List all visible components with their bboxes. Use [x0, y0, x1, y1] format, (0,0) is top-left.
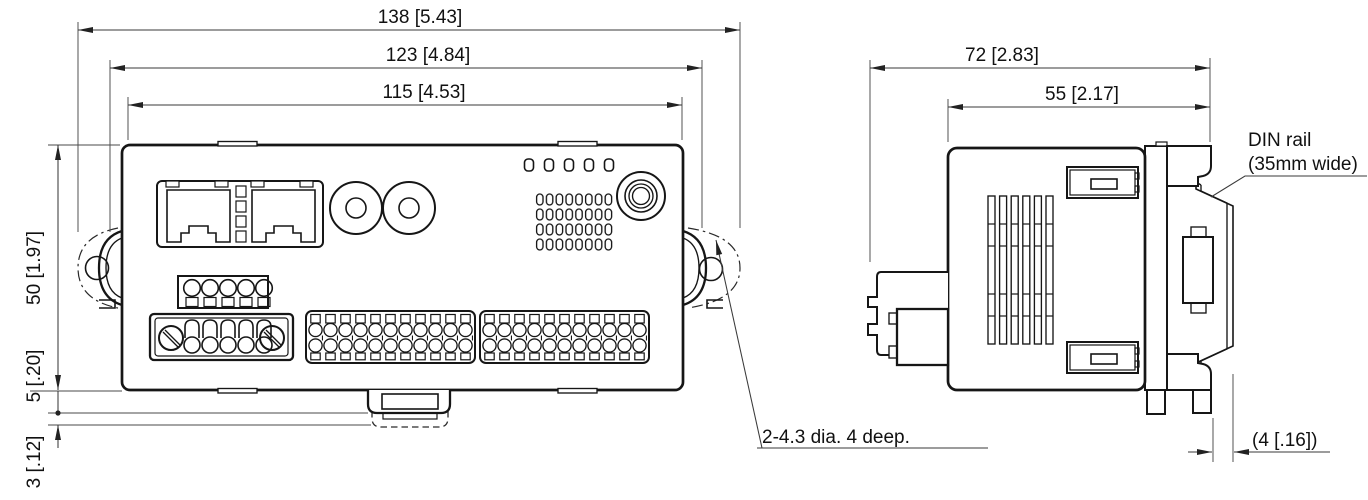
callouts: 2-4.3 dia. 4 deep. DIN rail (35mm wide) [715, 130, 1367, 449]
mounting-ear-left [77, 227, 123, 309]
callout-mounting-holes: 2-4.3 dia. 4 deep. [715, 239, 988, 449]
side-bracket-top [1066, 166, 1140, 199]
dim-mounting-width-label: 123 [4.84] [386, 45, 471, 66]
dim-latch-protrusion: 5 [.20] [24, 350, 368, 416]
ethernet-ports [156, 180, 324, 248]
callout-mounting-holes-label: 2-4.3 dia. 4 deep. [762, 427, 910, 448]
round-jacks [329, 181, 436, 235]
callout-din-rail: DIN rail (35mm wide) [1210, 130, 1367, 198]
callout-din-rail-label-line1: DIN rail [1248, 130, 1311, 151]
rear-mount [1144, 141, 1214, 415]
dim-latch-travel: 3 [.12] [24, 424, 371, 489]
dim-body-height: 50 [1.97] [24, 144, 122, 392]
latch-side-tab [1192, 389, 1212, 414]
side-view [867, 141, 1234, 415]
vent-grid [535, 192, 614, 252]
round-jack-2 [382, 181, 436, 235]
callout-din-rail-label-line2: (35mm wide) [1248, 154, 1358, 175]
dimensions: 138 [5.43] 123 [4.84] 115 [4.53] 50 [1.9… [24, 7, 1330, 488]
rail-hook-bottom [1166, 353, 1212, 391]
dim-overall-width: 138 [5.43] [77, 7, 741, 232]
dim-body-depth-label: 55 [2.17] [1045, 84, 1119, 105]
antenna-connector [616, 171, 666, 221]
dim-overall-depth-label: 72 [2.83] [965, 45, 1039, 66]
dim-overall-width-label: 138 [5.43] [378, 7, 463, 28]
dim-body-width-label: 115 [4.53] [382, 82, 465, 103]
rear-bottom-tab [1146, 389, 1166, 415]
io-terminal-strip-right [479, 310, 650, 364]
rail-clip [1182, 236, 1214, 304]
mounting-hole-left [84, 255, 110, 281]
dim-body-height-label: 50 [1.97] [24, 231, 45, 305]
io-terminal-strip-left [305, 310, 476, 364]
rail-hook-top [1166, 145, 1212, 187]
dim-overall-depth: 72 [2.83] [869, 45, 1211, 262]
power-terminal-block [148, 275, 295, 362]
dim-body-width: 115 [4.53] [127, 82, 683, 140]
mounting-ear-right [682, 227, 741, 309]
rj45-jack-right [251, 189, 316, 243]
din-latch [366, 390, 452, 428]
dim-rail-offset: (4 [.16]) [1188, 374, 1330, 462]
dim-mounting-width: 123 [4.84] [109, 45, 703, 232]
side-bracket-bottom [1066, 341, 1140, 374]
side-connector [867, 271, 950, 367]
dim-latch-travel-label: 3 [.12] [24, 436, 45, 489]
front-view [77, 140, 741, 428]
dim-latch-protrusion-label: 5 [.20] [24, 350, 45, 403]
dim-body-depth: 55 [2.17] [947, 84, 1210, 142]
rj45-jack-left [166, 189, 231, 243]
dim-rail-offset-label: (4 [.16]) [1252, 430, 1317, 451]
mounting-hole-right [698, 256, 724, 282]
